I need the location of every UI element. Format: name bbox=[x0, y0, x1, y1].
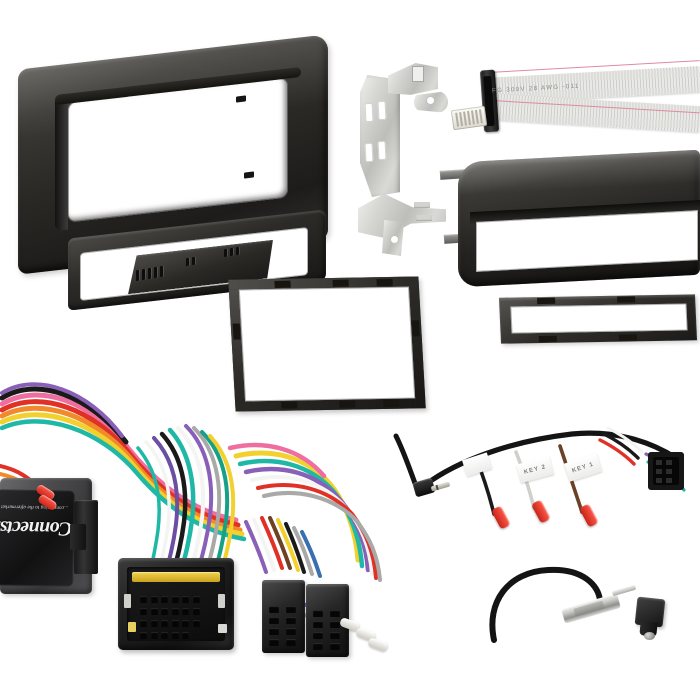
vent-rib bbox=[142, 268, 145, 281]
fascia-main-panel: Double DIN fascia adapter panel bbox=[18, 34, 328, 311]
fascia-right-surround: Single DIN fascia surround bbox=[439, 148, 700, 308]
fascia-main-aperture bbox=[68, 77, 288, 223]
quadlock-latch-square bbox=[218, 624, 227, 633]
lead-tag-key1: KEY 1 bbox=[563, 453, 603, 482]
trim-clip bbox=[538, 335, 557, 343]
quadlock-pin-row bbox=[140, 620, 200, 627]
fakra-connector-pin bbox=[644, 632, 655, 640]
din-connector-pin bbox=[611, 584, 637, 597]
iso-loom bbox=[227, 442, 382, 582]
quadlock-pin-row bbox=[140, 596, 200, 603]
swc-module-label: ...connecting to the aftermarket Connect… bbox=[0, 489, 75, 587]
trim-strip-aperture bbox=[510, 303, 688, 334]
vent-rib bbox=[148, 267, 151, 280]
trim-clip bbox=[617, 296, 636, 303]
jack-tip bbox=[430, 481, 451, 492]
bracket-notch bbox=[412, 66, 424, 82]
vent-rib bbox=[236, 246, 239, 256]
trim-clip bbox=[232, 323, 241, 340]
trim-clip bbox=[411, 320, 420, 337]
bracket-hole bbox=[426, 96, 435, 105]
double-din-trim-ring: Double DIN trim ring bbox=[228, 276, 426, 412]
vent-rib bbox=[160, 265, 163, 278]
bracket-slot bbox=[364, 102, 374, 123]
vent-rib bbox=[186, 257, 189, 267]
trim-clip bbox=[376, 278, 393, 287]
jack-lead bbox=[393, 433, 419, 489]
bullet-terminal-white bbox=[367, 637, 388, 652]
bracket-hole bbox=[390, 235, 399, 244]
trim-clip bbox=[618, 334, 638, 341]
trim-clip bbox=[536, 297, 556, 305]
quadlock-connector bbox=[118, 558, 234, 650]
trim-clip bbox=[339, 400, 356, 408]
antenna-adapter-lead: Antenna adapter lead bbox=[488, 562, 688, 662]
key-bullet-red bbox=[530, 499, 552, 524]
vent-rib bbox=[154, 266, 157, 279]
trim-clip bbox=[281, 401, 298, 409]
vent-rib bbox=[136, 269, 139, 282]
quadlock-key-tab bbox=[128, 622, 136, 632]
swc-brand-name: Connects2 bbox=[0, 516, 73, 540]
ribbon-strip-lower bbox=[491, 93, 700, 133]
fascia-clip-tab bbox=[236, 95, 246, 103]
trim-clip bbox=[383, 399, 400, 407]
vent-rib bbox=[224, 248, 227, 258]
iso-connector-block-a bbox=[262, 580, 305, 653]
quadlock-pin-row bbox=[140, 608, 200, 615]
slim-trim-strip: Slim trim strip bbox=[498, 294, 698, 344]
fascia-clip-tab bbox=[244, 171, 254, 179]
lead-tag-key1-text: KEY 1 bbox=[571, 461, 595, 474]
trim-clip bbox=[274, 280, 291, 288]
iso-feed-loom bbox=[244, 516, 322, 578]
vent-rib bbox=[230, 247, 233, 257]
bracket-slot bbox=[377, 100, 387, 121]
trim-ring-aperture bbox=[238, 286, 416, 402]
lead-tag-key2-text: KEY 2 bbox=[523, 463, 547, 476]
key-bullet-red bbox=[578, 503, 600, 528]
quadlock-rail bbox=[124, 594, 131, 608]
swc-brand-tagline: ...connecting to the aftermarket bbox=[0, 503, 69, 511]
lead-tag-blank bbox=[462, 452, 492, 477]
vent-rib bbox=[192, 256, 195, 266]
crimp-terminal-housing bbox=[450, 105, 488, 131]
patch-lead-connector bbox=[648, 452, 684, 490]
trim-clip bbox=[332, 279, 349, 287]
bracket-slot bbox=[377, 140, 387, 161]
bracket-prong bbox=[414, 202, 430, 208]
ribbon-cable: FG 300V 28 AWG -011 bbox=[450, 60, 700, 155]
bracket-slot bbox=[364, 142, 374, 163]
bracket-side-plate bbox=[360, 75, 400, 197]
metal-mounting-bracket: Metal mounting bracket bbox=[352, 55, 457, 256]
swc-module-latch bbox=[70, 524, 86, 550]
din-connector-body bbox=[561, 593, 621, 624]
key-bullet-red bbox=[490, 505, 512, 530]
quadlock-yellow-bar bbox=[132, 572, 220, 582]
lead-tag-key2: KEY 2 bbox=[516, 455, 554, 484]
bracket-prong bbox=[416, 215, 432, 221]
jack-35mm-plug bbox=[412, 472, 451, 504]
quadlock-rail bbox=[218, 594, 225, 608]
quadlock-pin-row bbox=[140, 632, 189, 639]
